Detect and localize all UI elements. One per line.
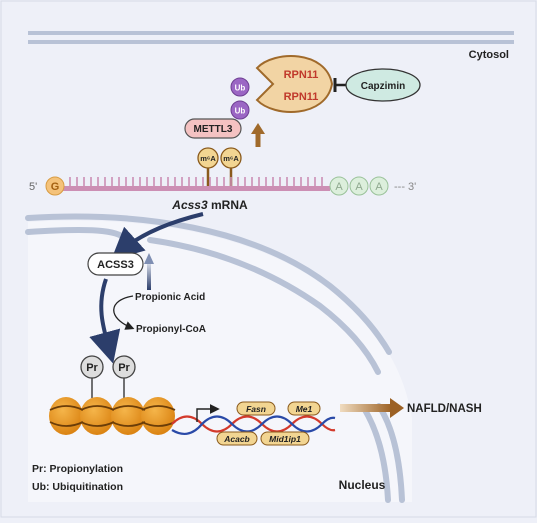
polya-2 <box>349 176 369 196</box>
gene-acacb: Acacb <box>223 434 250 444</box>
mrna-gene: Acss3 <box>171 198 208 212</box>
nuclear-envelope-lower <box>362 407 391 503</box>
mrna-three-prime: --- 3' <box>394 181 416 193</box>
nucleosome <box>80 397 114 435</box>
m6a-sites: m⁶A m⁶A <box>197 147 242 186</box>
rpn11-label-bottom: RPN11 <box>284 91 319 103</box>
legend-propionylation: Pr: Propionylation <box>32 463 123 475</box>
ubiquitin-1-label: Ub <box>235 84 246 93</box>
capzimin-ellipse <box>345 68 421 102</box>
pr-mark-2 <box>112 355 136 379</box>
acss3-mrna: 5' G A A A --- 3' Acss3 mRNA <box>29 176 416 212</box>
outcome-arrow <box>340 398 404 418</box>
mrna-backbone <box>58 186 330 191</box>
nucleosome <box>111 397 145 435</box>
pr-mark-1-label: Pr <box>86 362 98 374</box>
polya-3 <box>369 176 389 196</box>
dna-helix <box>171 415 336 436</box>
nucleosome <box>49 397 83 435</box>
translation-arrow <box>111 212 204 261</box>
polya-3-label: A <box>375 181 383 193</box>
proteasome: RPN11 RPN11 <box>255 55 334 113</box>
m6a-site-1 <box>197 147 219 169</box>
mettl3-label: METTL3 <box>194 124 233 135</box>
m6a-site-2-label: m⁶A <box>223 154 239 163</box>
pr-mark-1 <box>80 355 104 379</box>
m6a-site-1-label: m⁶A <box>200 154 216 163</box>
mrna-cap <box>45 176 65 196</box>
gene-box-acacb <box>216 431 258 446</box>
capzimin: Capzimin <box>345 68 421 102</box>
propionyl-coa-label: Propionyl-CoA <box>136 324 206 335</box>
acss3: ACSS3 <box>87 252 144 276</box>
dna-strand-blue <box>171 415 336 436</box>
nuclear-envelope-lower <box>376 403 405 503</box>
mrna-caption: Acss3 mRNA <box>171 198 248 212</box>
mrna-five-prime: 5' <box>29 181 37 193</box>
mettl3: METTL3 <box>184 118 242 139</box>
m6a-site-2 <box>220 147 242 169</box>
ubiquitin-1 <box>230 77 250 97</box>
pr-mark-2-label: Pr <box>118 362 130 374</box>
propionylation-marks: Pr Pr <box>80 355 136 398</box>
degradation-arrow <box>251 123 265 147</box>
mrna-cap-label: G <box>51 181 60 193</box>
mettl3-box <box>184 118 242 139</box>
cytosol-label: Cytosol <box>469 49 509 61</box>
ubiquitin-2 <box>230 100 250 120</box>
ubiquitin-2-label: Ub <box>235 107 246 116</box>
legend-ubiquitination: Ub: Ubiquitination <box>32 481 123 493</box>
nuclear-envelope-inner <box>147 237 381 375</box>
gene-box-me1 <box>287 401 321 416</box>
acss3-label: ACSS3 <box>97 259 134 271</box>
acetylation-arrow <box>89 278 121 364</box>
rpn11-label-top: RPN11 <box>284 69 319 81</box>
acss3-box <box>87 252 144 276</box>
outcome-label: NAFLD/NASH <box>407 403 482 415</box>
gene-me1: Me1 <box>296 404 313 414</box>
gene-box-fasn <box>236 401 276 416</box>
gene-mid1ip1: Mid1ip1 <box>269 434 301 444</box>
proteasome-body <box>255 55 334 113</box>
polya-1-label: A <box>335 181 343 193</box>
mrna-bases <box>69 177 323 186</box>
nucleus-label: Nucleus <box>339 478 386 492</box>
nuclear-envelope-outer <box>25 213 392 355</box>
capzimin-label: Capzimin <box>361 81 405 92</box>
ubiquitin-chain: Ub Ub <box>230 77 250 120</box>
target-genes: Fasn Me1 Acacb Mid1ip1 <box>216 401 321 446</box>
conversion-arrow <box>113 295 135 330</box>
feedback-arrow <box>144 253 154 290</box>
transcription-start-arrow <box>196 404 220 422</box>
legend: Pr: Propionylation Ub: Ubiquitination <box>32 463 123 493</box>
mrna-suffix: mRNA <box>208 198 248 212</box>
polya-2-label: A <box>355 181 363 193</box>
plasma-membrane <box>28 31 514 44</box>
nucleosome <box>141 397 175 435</box>
propionic-acid-label: Propionic Acid <box>135 292 205 303</box>
polya-1 <box>329 176 349 196</box>
gene-box-mid1ip1 <box>260 431 310 446</box>
gene-fasn: Fasn <box>246 404 266 414</box>
inhibition-arrow <box>333 78 346 92</box>
